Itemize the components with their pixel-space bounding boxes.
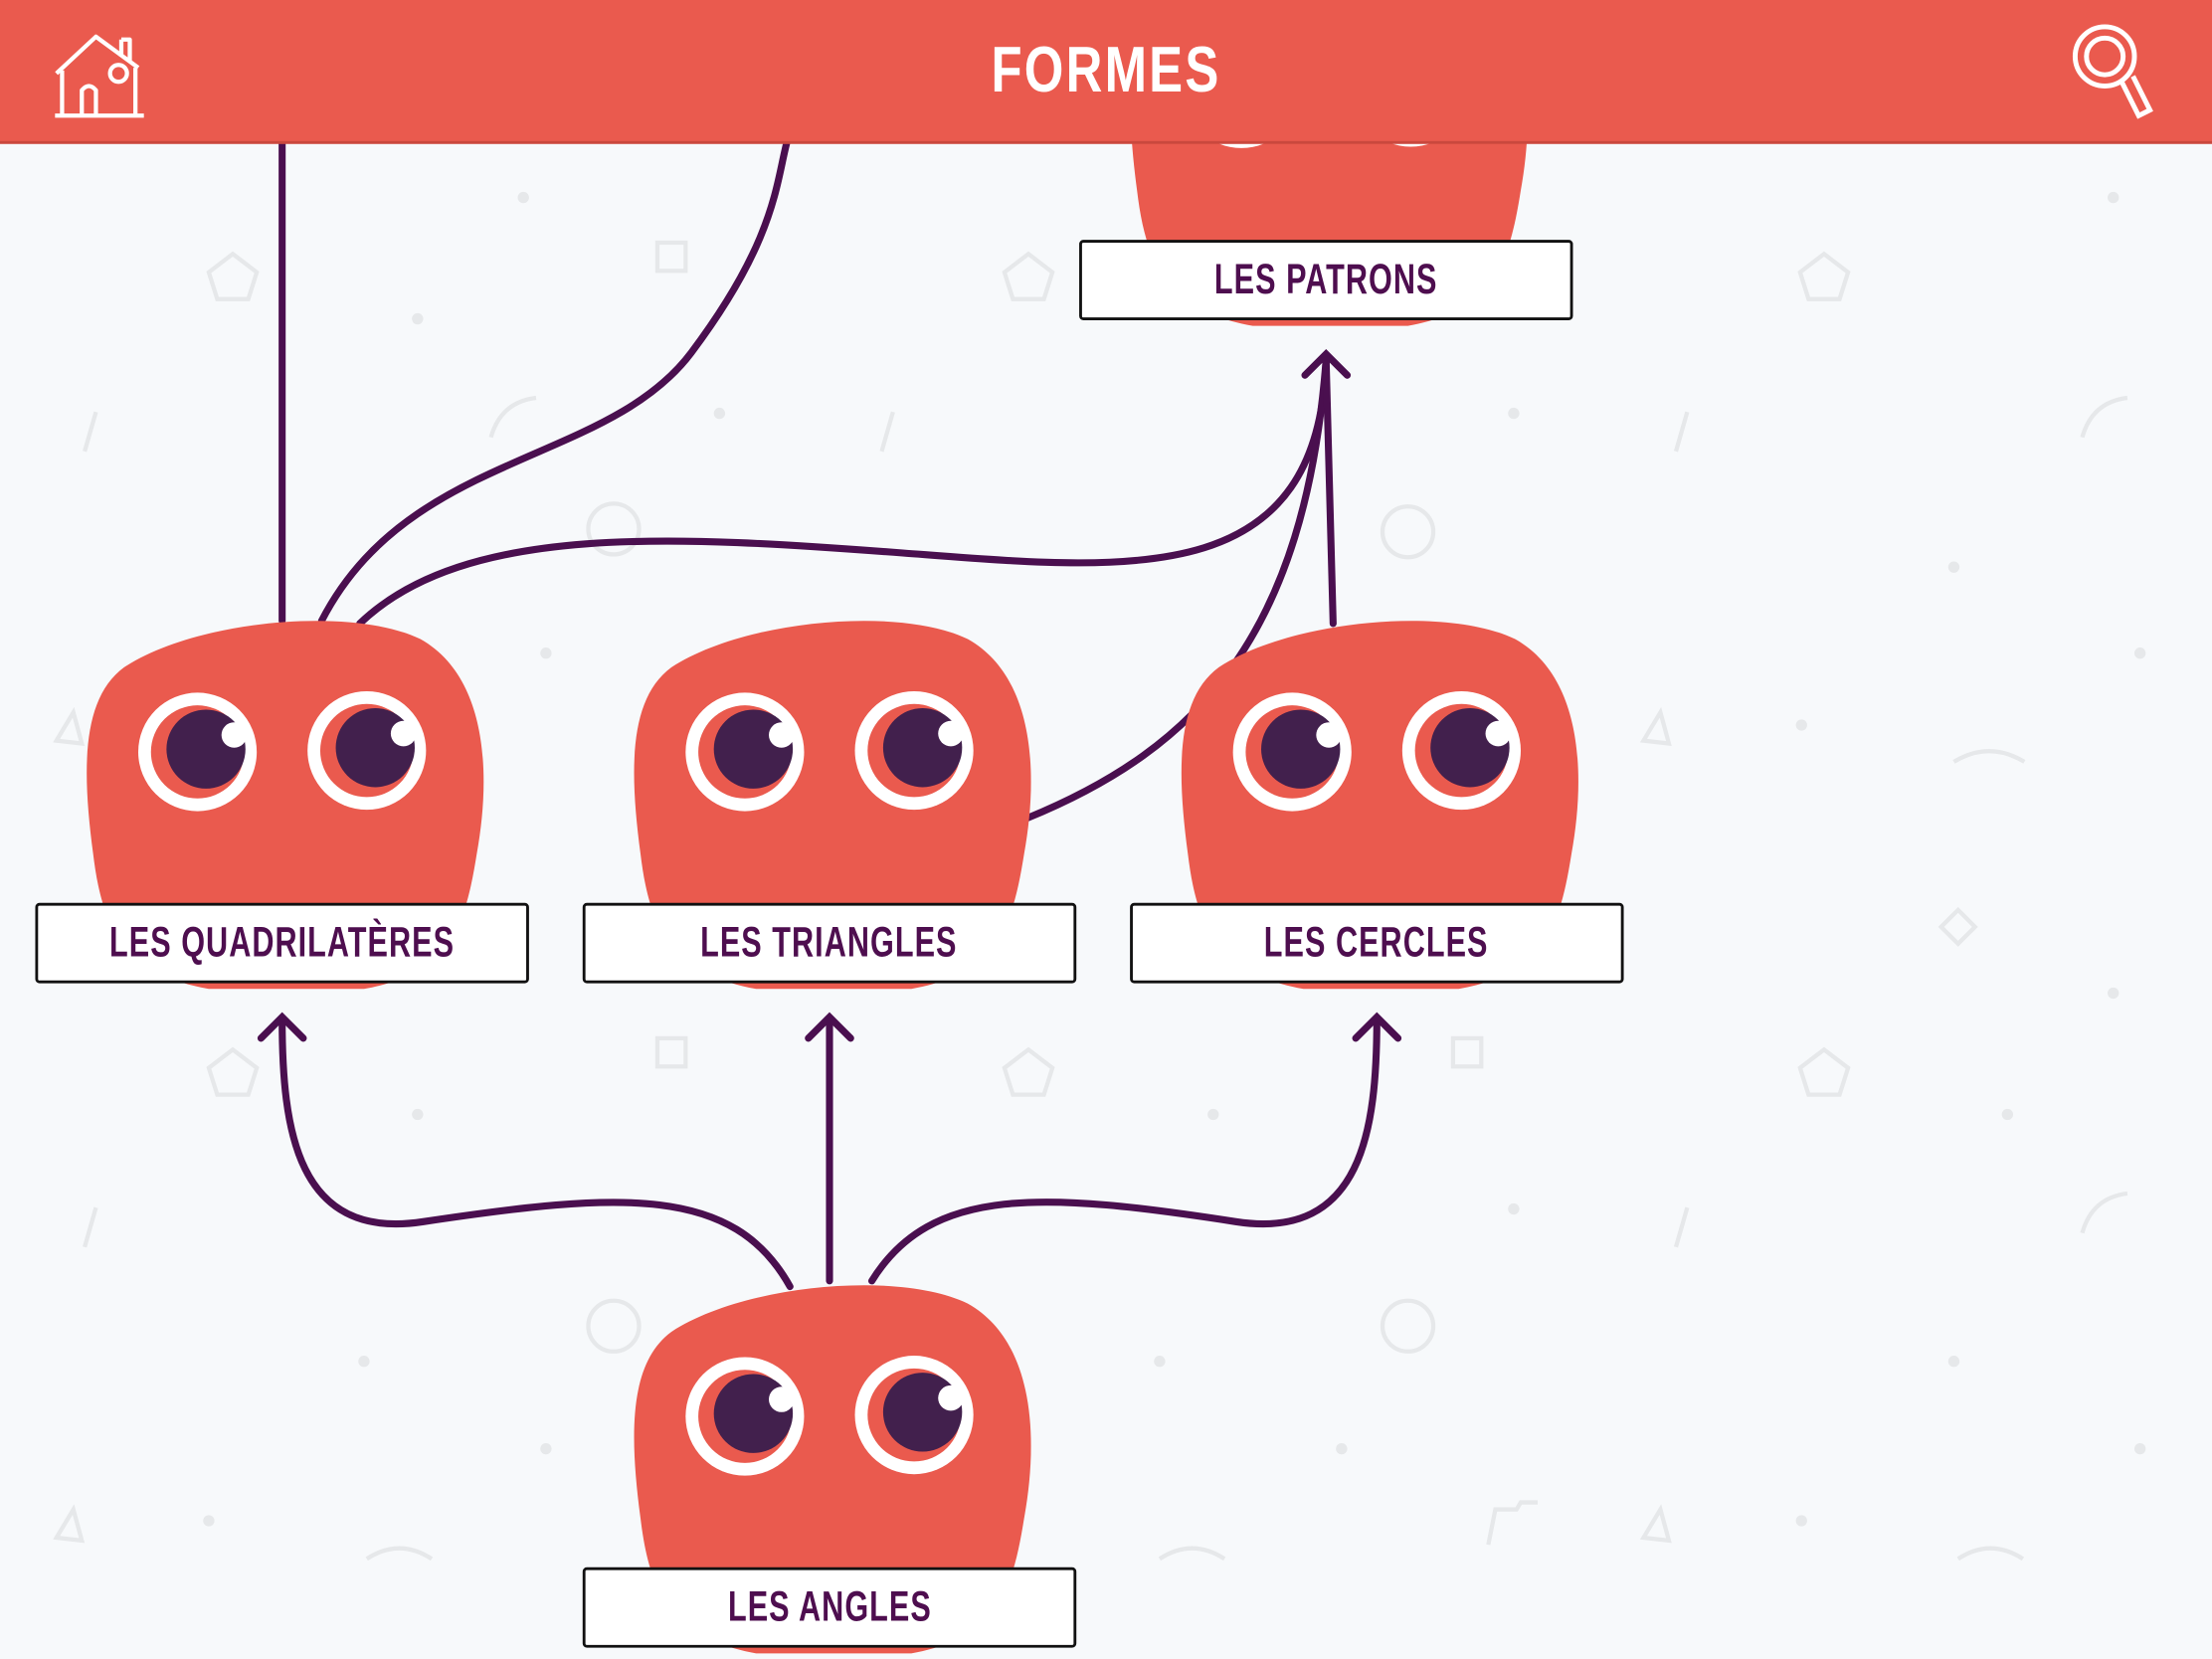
node-label-box: LES ANGLES	[582, 1567, 1077, 1648]
node-label: LES QUADRILATÈRES	[109, 919, 456, 966]
node-les-patrons[interactable]: LES PATRONS	[1079, 0, 1573, 331]
search-icon	[2072, 24, 2153, 119]
node-label: LES ANGLES	[727, 1583, 932, 1630]
home-button[interactable]	[51, 26, 149, 121]
node-label-box: LES CERCLES	[1130, 902, 1624, 984]
node-label: LES CERCLES	[1264, 919, 1490, 966]
node-label: LES PATRONS	[1213, 256, 1438, 303]
node-label-box: LES PATRONS	[1079, 240, 1573, 320]
top-bar: FORMES	[0, 0, 2212, 144]
home-icon	[55, 34, 144, 118]
node-les-cercles[interactable]: LES CERCLES	[1130, 614, 1624, 995]
node-les-triangles[interactable]: LES TRIANGLES	[582, 614, 1077, 995]
node-label: LES TRIANGLES	[700, 919, 959, 966]
page-title: FORMES	[991, 32, 1221, 106]
search-button[interactable]	[2068, 23, 2158, 124]
node-les-angles[interactable]: LES ANGLES	[582, 1278, 1077, 1659]
node-label-box: LES QUADRILATÈRES	[35, 902, 529, 984]
node-les-quadrilateres[interactable]: LES QUADRILATÈRES	[35, 614, 529, 995]
node-label-box: LES TRIANGLES	[582, 902, 1077, 984]
